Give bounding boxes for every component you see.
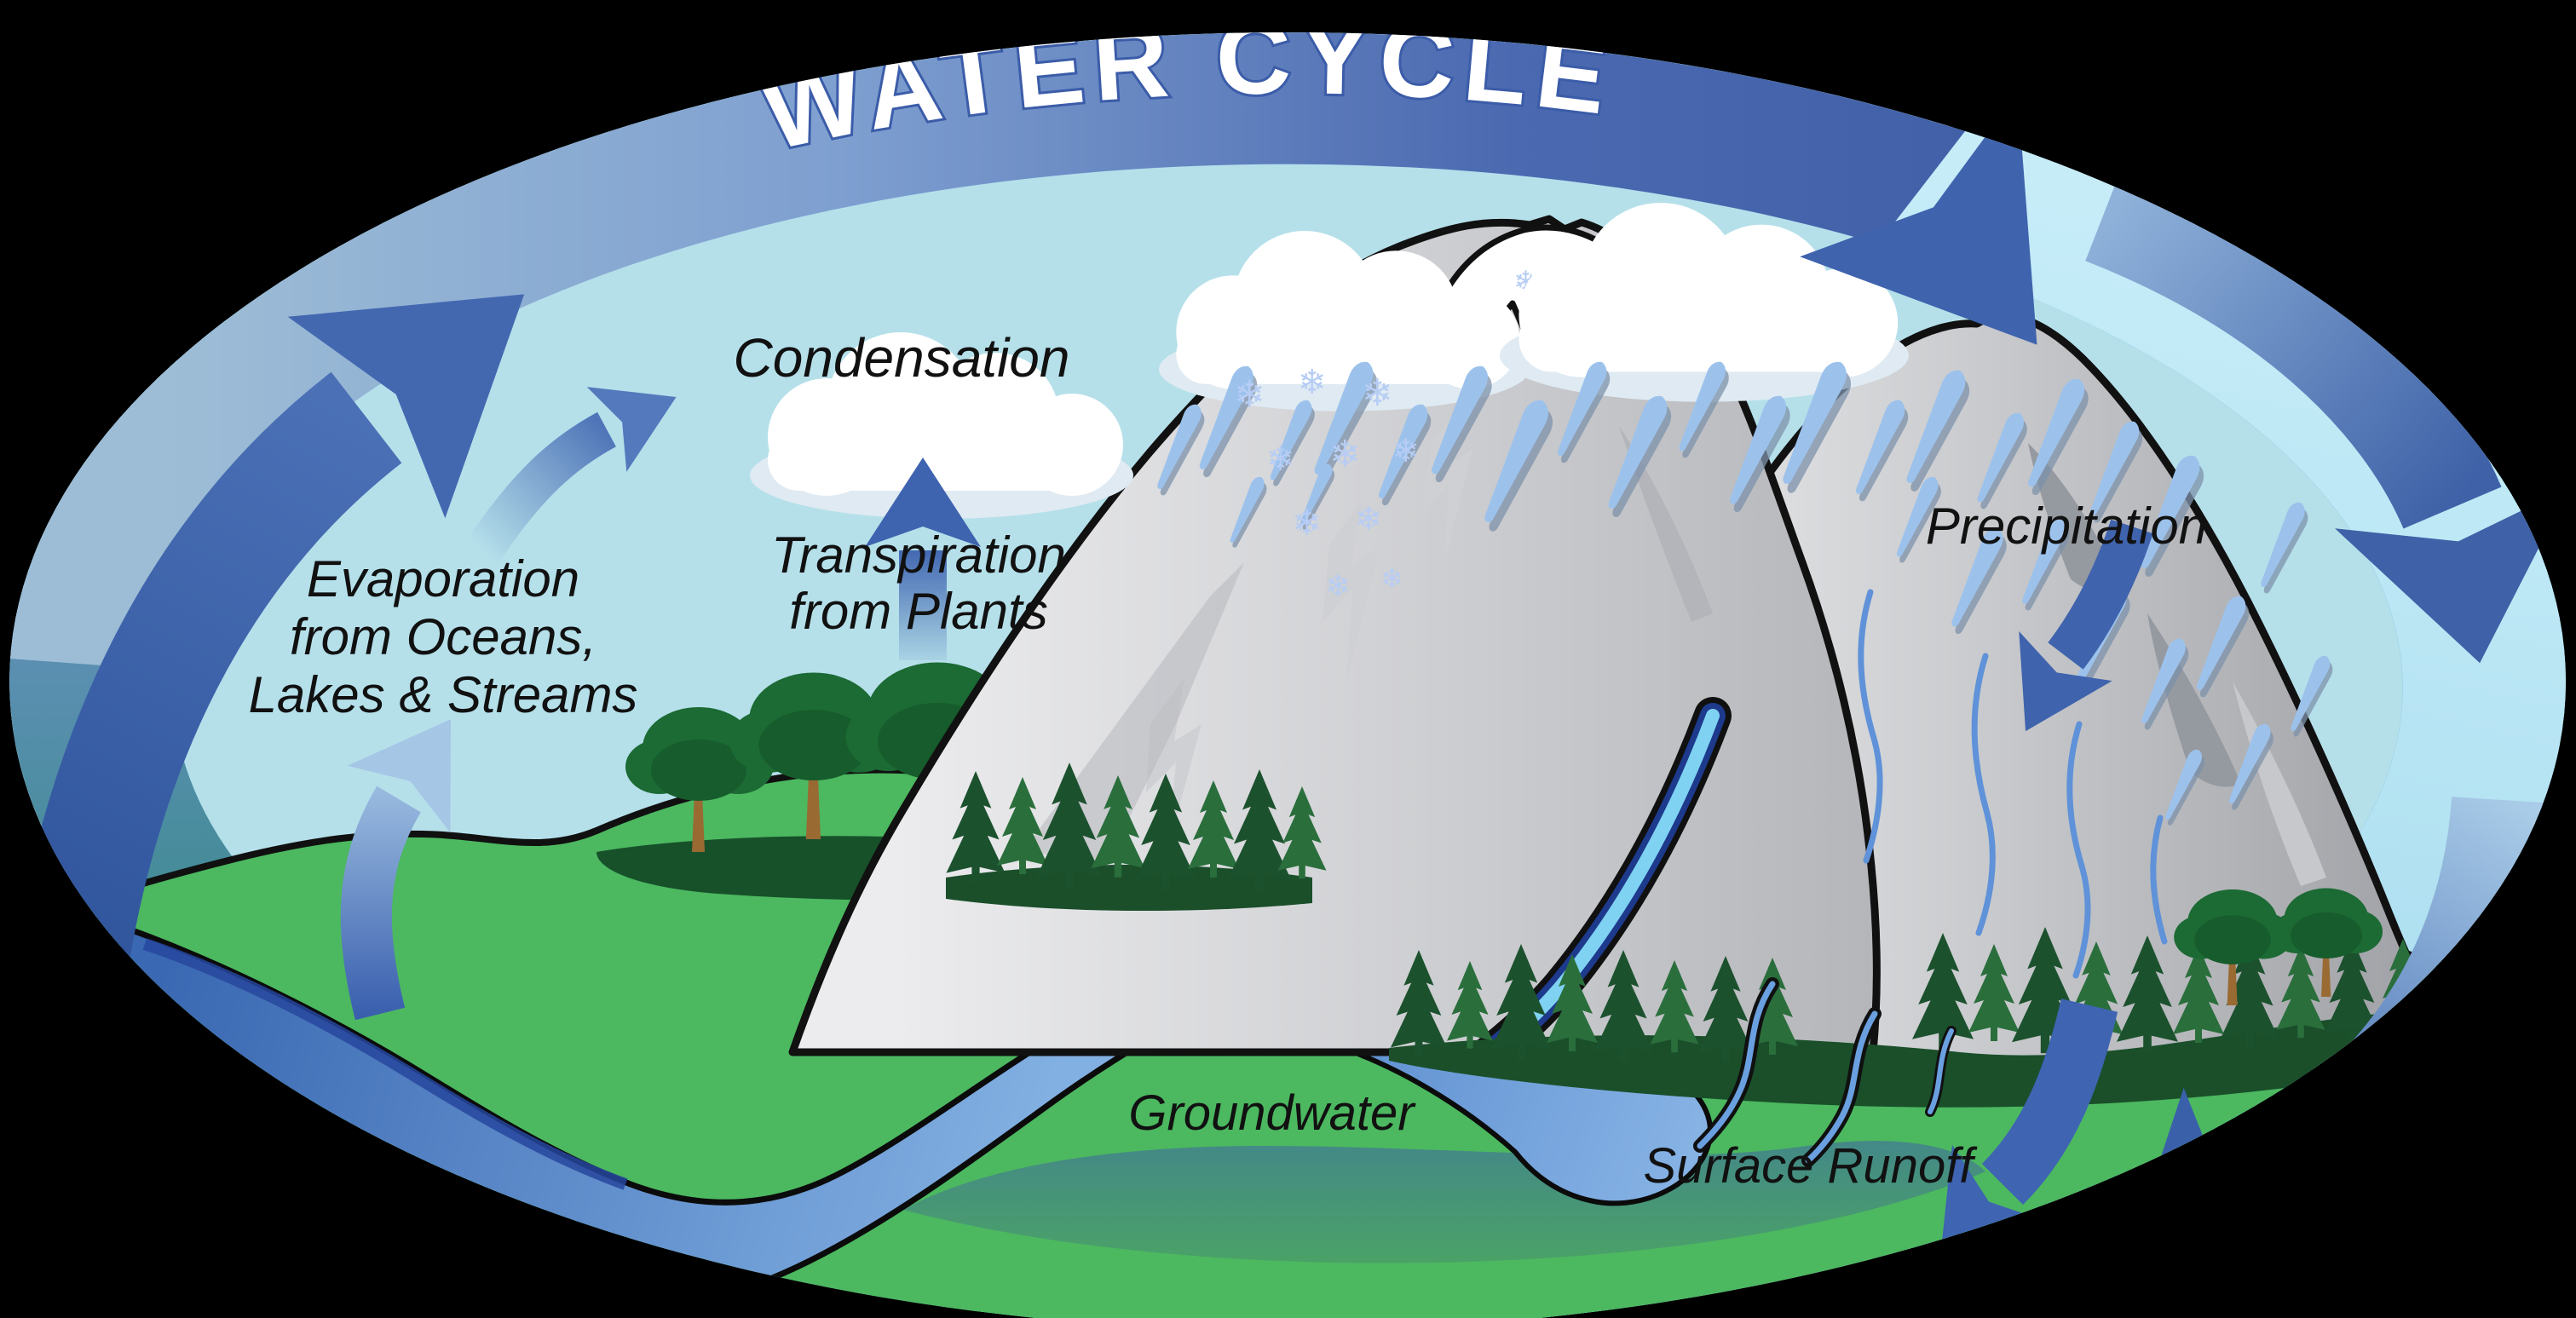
stream-line <box>2150 814 2168 945</box>
stream-water <box>1805 1010 1878 1164</box>
snowflakes: ❄ ❄ ❄ ❄ ❄ ❄ ❄ ❄ ❄ ❄ <box>1234 363 1420 604</box>
surface-runoff-arrow-band <box>1981 999 2118 1206</box>
label-evaporation-line3: Lakes & Streams <box>249 666 638 723</box>
labels: Condensation Transpiration from Plants E… <box>249 327 2208 1194</box>
stream-water <box>1697 981 1776 1149</box>
transpiration-arrow-head <box>865 458 981 547</box>
precipitation-arrow-band <box>2048 519 2153 670</box>
top-band-arrow-head <box>1800 92 2037 345</box>
stream-line <box>2066 721 2091 979</box>
label-condensation: Condensation <box>734 327 1070 388</box>
runoff-streams <box>1693 977 1956 1167</box>
rock-streak <box>1619 426 1713 622</box>
stream-line <box>1971 653 1996 936</box>
process-arrows <box>340 387 2153 1265</box>
label-transpiration-line2: from Plants <box>789 583 1047 640</box>
ring-top-band <box>10 32 1965 671</box>
label-evaporation-line2: from Oceans, <box>290 608 596 665</box>
rock-streak <box>1323 498 1380 682</box>
snowflake-icon: ❄ <box>1325 569 1351 604</box>
evaporation-arrow-head <box>347 719 451 833</box>
label-evaporation-line1: Evaporation <box>307 550 579 607</box>
precipitation-arrow-head <box>2019 630 2112 732</box>
right-cycle-arrow-head <box>2335 486 2566 664</box>
snowflake-icon: ❄ <box>1266 440 1295 479</box>
stream-water <box>1928 1028 1954 1114</box>
rock-streak <box>1421 409 1472 562</box>
condensation-arrow-band <box>465 412 617 563</box>
snowflake-icon: ❄ <box>1380 562 1403 595</box>
label-transpiration-line1: Transpiration <box>771 527 1066 584</box>
snowflake-icon: ❄ <box>1292 502 1322 544</box>
evaporation-arrow-band <box>340 786 422 1021</box>
condensation-arrow-head <box>586 387 677 472</box>
label-groundwater: Groundwater <box>1128 1085 1416 1141</box>
snowflake-icon: ❄ <box>1234 373 1265 417</box>
label-surface-runoff: Surface Runoff <box>1644 1138 1979 1194</box>
snowflake-icon: ❄ <box>1355 500 1382 538</box>
snowflake-icon: ❄ <box>1392 432 1420 469</box>
lake-inner-edge <box>142 938 628 1190</box>
snowflake-icon: ❄ <box>1329 433 1361 476</box>
snowflake-icon: ❄ <box>1362 371 1393 415</box>
right-cycle-arrow-band <box>2085 161 2502 530</box>
stream-line <box>1858 589 1883 864</box>
evaporation-cycle-arrow-band <box>11 371 402 988</box>
ring-right-segment <box>1443 124 2566 1318</box>
snowflake-icon: ❄ <box>1298 363 1327 402</box>
label-precipitation: Precipitation <box>1926 498 2207 555</box>
mountain-streams <box>1858 589 2168 979</box>
evaporation-cycle-arrow-head <box>287 294 525 519</box>
groundwater-zone <box>903 1141 1985 1263</box>
